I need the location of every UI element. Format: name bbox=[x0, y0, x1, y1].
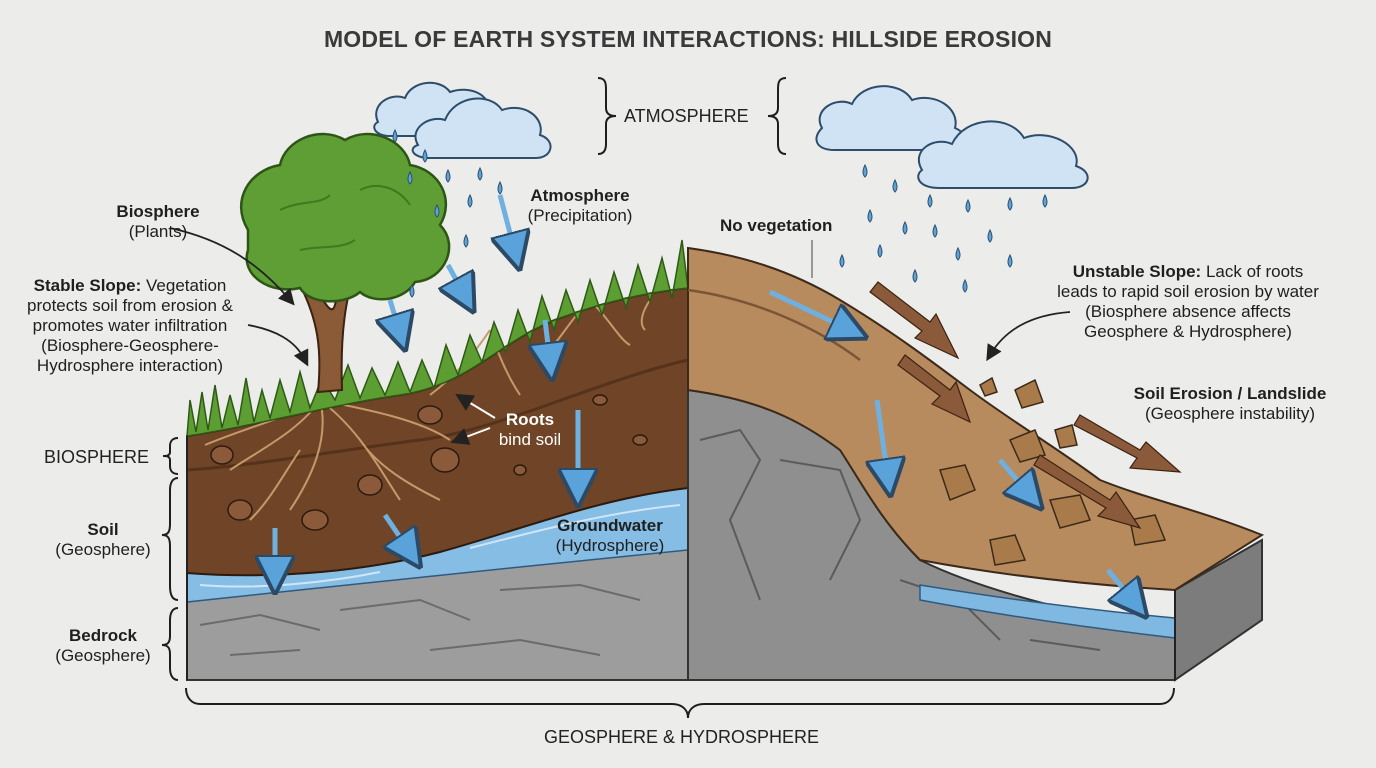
bedrock-label: Bedrock (Geosphere) bbox=[44, 626, 162, 666]
bedrock-sub: (Geosphere) bbox=[55, 646, 151, 665]
left-stable-block bbox=[186, 239, 689, 681]
roots-sub: bind soil bbox=[498, 430, 562, 449]
groundwater-sub: (Hydrosphere) bbox=[555, 536, 665, 555]
atmosphere-title: Atmosphere bbox=[530, 186, 630, 205]
atmosphere-bracket-right bbox=[767, 77, 787, 155]
roots-label: Roots bind soil bbox=[488, 410, 572, 450]
raindrops bbox=[392, 128, 1048, 298]
groundwater-label: Groundwater (Hydrosphere) bbox=[540, 516, 680, 556]
tree-canopy bbox=[239, 132, 451, 303]
no-vegetation-label: No vegetation bbox=[720, 216, 833, 235]
landslide-label: Soil Erosion / Landslide (Geosphere inst… bbox=[1120, 384, 1340, 424]
atmosphere-sub: (Precipitation) bbox=[527, 206, 633, 225]
tree bbox=[239, 132, 451, 394]
unstable-line-1: Unstable Slope: Lack of roots bbox=[1050, 262, 1326, 282]
atmosphere-bracket-label: ATMOSPHERE bbox=[624, 106, 749, 126]
stable-line-5: Hydrosphere interaction) bbox=[36, 356, 224, 375]
stable-lead: Stable Slope: bbox=[33, 276, 142, 295]
unstable-line-4: Geosphere & Hydrosphere) bbox=[1084, 322, 1292, 341]
unstable-slope-note: Unstable Slope: Lack of roots leads to r… bbox=[1050, 262, 1326, 342]
bedrock-bracket bbox=[161, 607, 179, 681]
biosphere-title: Biosphere bbox=[116, 202, 200, 221]
bedrock-title: Bedrock bbox=[68, 626, 138, 645]
unstable-line-2: leads to rapid soil erosion by water bbox=[1057, 282, 1319, 301]
soil-label: Soil (Geosphere) bbox=[44, 520, 162, 560]
unstable-line-3: (Biosphere absence affects bbox=[1085, 302, 1291, 321]
landslide-boulders bbox=[939, 376, 1167, 566]
stable-line-1: Stable Slope: Vegetation bbox=[10, 276, 250, 296]
page-title: MODEL OF EARTH SYSTEM INTERACTIONS: HILL… bbox=[323, 26, 1053, 52]
unstable-line-1-text: Lack of roots bbox=[1205, 262, 1304, 281]
cloud-right bbox=[815, 85, 1089, 189]
stable-line-1-text: Vegetation bbox=[146, 276, 227, 295]
stable-line-4: (Biosphere-Geosphere- bbox=[41, 336, 219, 355]
brackets bbox=[161, 77, 1175, 719]
leader-arrows bbox=[169, 227, 1071, 367]
stable-slope-note: Stable Slope: Vegetation protects soil f… bbox=[10, 276, 250, 376]
left-grass bbox=[186, 239, 689, 437]
water-arrows bbox=[275, 194, 1135, 603]
landslide-sub: (Geosphere instability) bbox=[1144, 404, 1316, 423]
biosphere-bracket-label: BIOSPHERE bbox=[44, 447, 150, 467]
biosphere-plants-label: Biosphere (Plants) bbox=[96, 202, 220, 242]
groundwater-title: Groundwater bbox=[557, 516, 663, 535]
soil-title: Soil bbox=[87, 520, 119, 539]
bottom-bracket bbox=[185, 687, 1175, 719]
stable-line-2: protects soil from erosion & bbox=[27, 296, 233, 315]
roots-pointer-arrows bbox=[450, 393, 496, 445]
atmosphere-precip-label: Atmosphere (Precipitation) bbox=[512, 186, 648, 226]
erosion-arrows bbox=[869, 281, 1182, 530]
unstable-lead: Unstable Slope: bbox=[1072, 262, 1202, 281]
landslide-title: Soil Erosion / Landslide bbox=[1133, 384, 1327, 403]
soil-bracket bbox=[161, 477, 179, 601]
biosphere-sub: (Plants) bbox=[128, 222, 188, 241]
biosphere-bracket bbox=[162, 437, 179, 475]
atmosphere-bracket-left bbox=[597, 77, 617, 155]
soil-sub: (Geosphere) bbox=[55, 540, 151, 559]
bottom-bracket-label: GEOSPHERE & HYDROSPHERE bbox=[544, 727, 820, 747]
cloud-left bbox=[373, 81, 552, 159]
roots-title: Roots bbox=[505, 410, 555, 429]
soil-pebbles bbox=[210, 394, 648, 531]
stable-line-3: promotes water infiltration bbox=[32, 316, 228, 335]
